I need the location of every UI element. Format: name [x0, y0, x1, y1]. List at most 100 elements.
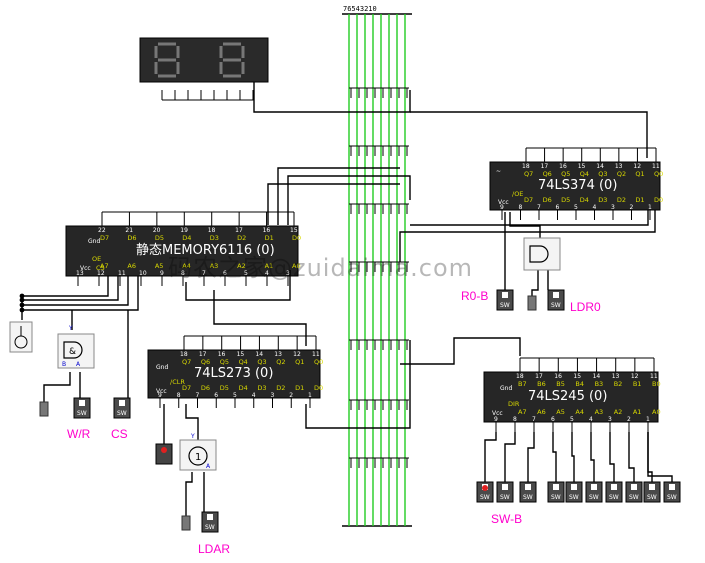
- chip-body: [489, 161, 661, 211]
- switch-swb-5[interactable]: SW: [585, 481, 603, 503]
- switch-swb-4[interactable]: SW: [565, 481, 583, 503]
- chip-title: 74LS273 (0): [194, 366, 273, 381]
- chip-pin-clr: /CLR: [170, 378, 185, 386]
- switch-knob: [119, 400, 125, 406]
- switch-knob: [591, 484, 597, 490]
- chip-pin-label: A1: [265, 262, 274, 270]
- power-dots: [19, 293, 25, 313]
- signal-label-wr: W/R: [67, 427, 91, 441]
- switch-label: SW: [500, 302, 510, 309]
- switch-body: [519, 481, 537, 503]
- switch-body: [201, 511, 219, 533]
- chip-bottom-pin-number: 4: [589, 416, 593, 423]
- chip-top-pin-number: 18: [522, 163, 530, 170]
- switch-label: SW: [569, 494, 579, 501]
- chip-pin-label: D0: [654, 196, 663, 204]
- not-gate-y-label: Y: [190, 433, 195, 440]
- chip-bottom-pin-number: 4: [252, 392, 256, 399]
- not-gate-a-label: A: [206, 463, 211, 470]
- chip-pin-label: A2: [237, 262, 246, 270]
- switch-knob: [502, 292, 508, 298]
- chip-pin-label: A5: [556, 408, 565, 416]
- wires: [21, 82, 656, 516]
- chip-pin-label: A6: [127, 262, 136, 270]
- display-pin-label: 4: [199, 82, 203, 89]
- switch-swb-8[interactable]: SW: [643, 481, 661, 503]
- chip-bottom-pin-number: 3: [286, 270, 290, 277]
- chip-bottom-pin-number: 8: [177, 392, 181, 399]
- switch-wire: [647, 432, 673, 482]
- chip-pin-label: A1: [633, 408, 642, 416]
- not-gate-symbol: 1: [195, 452, 201, 463]
- bus-bit-labels: 76543210: [343, 5, 377, 13]
- chip-bottom-pin-number: 9: [494, 416, 498, 423]
- chip-bottom-pin-number: 1: [308, 392, 312, 399]
- chip-title: 74LS374 (0): [538, 178, 617, 193]
- display-pin-label: 6: [173, 82, 177, 89]
- switch-body: [565, 481, 583, 503]
- switch-body: [643, 481, 661, 503]
- switch-body: [605, 481, 623, 503]
- chip-pin-label: D5: [220, 384, 229, 392]
- chip-top-pin-number: 15: [573, 373, 581, 380]
- chip-bottom-pin-number: 8: [181, 270, 185, 277]
- switch-knob: [502, 484, 508, 490]
- switch-label: SW: [629, 494, 639, 501]
- chip-top-pin-number: 11: [312, 351, 320, 358]
- and-gate-ldr0: [523, 237, 561, 271]
- chip-top-pin-number: 16: [218, 351, 226, 358]
- chip-pin-label: D3: [598, 196, 607, 204]
- chip-bottom-pin-number: 12: [97, 270, 105, 277]
- switch-r0b[interactable]: SW: [496, 289, 514, 311]
- chip-top-pin-number: 17: [235, 227, 243, 234]
- chip-bottom-pin-number: 7: [532, 416, 536, 423]
- chip-bottom-pin-number: 2: [630, 204, 634, 211]
- clock-switch[interactable]: [9, 321, 33, 353]
- signal-label-swb: SW-B: [491, 512, 522, 526]
- chip-top-pin-number: 18: [516, 373, 524, 380]
- chip-pin-label: A6: [537, 408, 546, 416]
- switch-swb-2[interactable]: SW: [519, 481, 537, 503]
- switch-swb-1[interactable]: SW: [496, 481, 514, 503]
- chip-top-pin-number: 13: [615, 163, 623, 170]
- chip-pin-label: D6: [201, 384, 210, 392]
- switch-wire: [527, 432, 535, 482]
- chip-pin-label: Q4: [580, 170, 589, 178]
- chip-pin-label: D2: [237, 234, 246, 242]
- chip-pin-label: D0: [292, 234, 301, 242]
- switch-body: [73, 397, 91, 419]
- ground-ldar: [181, 515, 191, 531]
- chip-top-pin-number: 16: [559, 163, 567, 170]
- and-gate-symbol: &: [69, 347, 76, 357]
- switch-ldar[interactable]: SW: [201, 511, 219, 533]
- chip-top-pin-number: 16: [263, 227, 271, 234]
- chip-bottom-pin-number: 7: [537, 204, 541, 211]
- chip-pin-label: D7: [182, 384, 191, 392]
- chip-pin-label: A4: [575, 408, 584, 416]
- switch-cs[interactable]: SW: [113, 397, 131, 419]
- switch-swb-3[interactable]: SW: [547, 481, 565, 503]
- switch-swb-9[interactable]: SW: [663, 481, 681, 503]
- switch-body: [496, 481, 514, 503]
- switch-swb-7[interactable]: SW: [625, 481, 643, 503]
- switch-swb-6[interactable]: SW: [605, 481, 623, 503]
- switch-ldr0[interactable]: SW: [547, 289, 565, 311]
- chip-pin-label: Q5: [561, 170, 570, 178]
- chip-bottom-pin-number: 3: [611, 204, 615, 211]
- chip-pin-label: Q0: [654, 170, 663, 178]
- chip-bottom-pin-number: 6: [556, 204, 560, 211]
- switch-label: SW: [589, 494, 599, 501]
- chip-bottom-pin-number: 6: [223, 270, 227, 277]
- chip-top-pin-number: 15: [290, 227, 298, 234]
- chip-bottom-pin-number: 10: [139, 270, 147, 277]
- gate-y-label: Y: [68, 325, 73, 332]
- switch-wr[interactable]: SW: [73, 397, 91, 419]
- chip-top-pin-number: 12: [293, 351, 301, 358]
- chip-top-pin-number: 14: [593, 373, 601, 380]
- switch-label: SW: [205, 524, 215, 531]
- switch-body: [113, 397, 131, 419]
- chip-pin-label: A2: [614, 408, 623, 416]
- chip-bottom-pin-number: 9: [500, 204, 504, 211]
